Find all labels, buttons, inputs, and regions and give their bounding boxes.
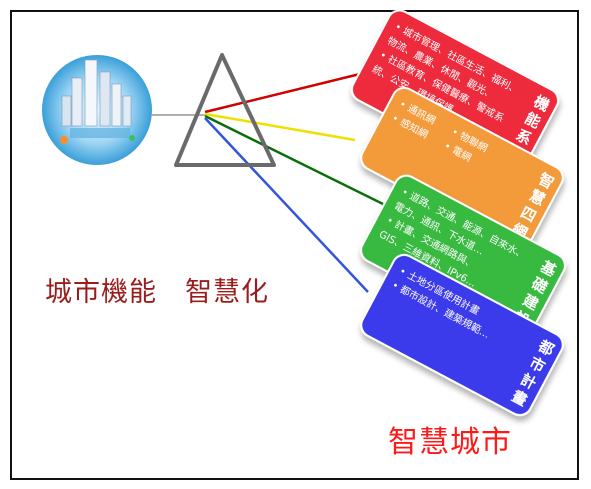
card-planning-title-char: 都 <box>534 336 557 359</box>
card-planning-title-char: 市 <box>526 353 548 376</box>
card-planning-title-char: 計 <box>518 370 540 393</box>
card-planning-background <box>360 253 564 417</box>
city-globe-image <box>42 55 152 165</box>
card-function-title-char: 能 <box>522 109 544 132</box>
card-function-title-char: 機 <box>531 92 553 115</box>
card-network-title-char: 智 <box>535 170 557 193</box>
ray-green <box>204 114 386 207</box>
caption-smart-city: 智慧城市 <box>388 425 512 460</box>
ray-blue <box>204 117 369 293</box>
ray-yellow <box>204 112 356 142</box>
card-planning-title-char: 畫 <box>509 387 531 410</box>
card-network-title-char: 四 <box>518 203 540 226</box>
prism-triangle <box>174 53 276 167</box>
card-network-title-char: 慧 <box>526 186 548 209</box>
cards-layer: • 城市管理、社區生活、福利、 物流、農業、休閒、觀光、• 社區教育、保健醫療、… <box>350 9 566 417</box>
card-function-title-char: 系 <box>513 126 535 149</box>
ray-red <box>204 70 369 114</box>
caption-city-function: 城市機能 智慧化 <box>45 277 269 308</box>
